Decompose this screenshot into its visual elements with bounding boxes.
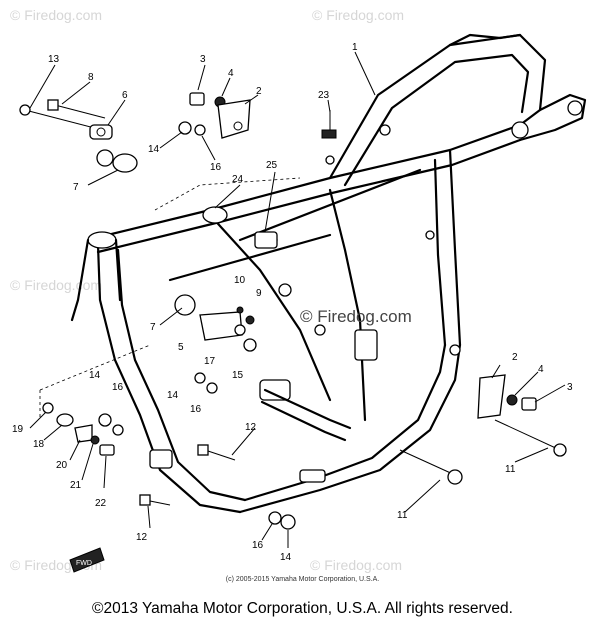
callout-6: 6 bbox=[122, 90, 128, 101]
callout-2: 2 bbox=[512, 352, 518, 363]
callout-14: 14 bbox=[89, 370, 101, 381]
callout-22: 22 bbox=[95, 498, 107, 509]
callout-2: 2 bbox=[256, 86, 262, 97]
callout-7: 7 bbox=[150, 322, 156, 333]
loose-parts bbox=[19, 51, 567, 548]
fwd-label: FWD bbox=[76, 560, 92, 567]
callout-17: 17 bbox=[204, 356, 216, 367]
callout-16: 16 bbox=[252, 540, 264, 551]
callout-9: 9 bbox=[256, 288, 262, 299]
callout-23: 23 bbox=[318, 90, 330, 101]
callout-24: 24 bbox=[232, 174, 244, 185]
watermark-center-text: © Firedog.com bbox=[300, 307, 412, 326]
callout-11: 11 bbox=[505, 464, 516, 475]
callout-16: 16 bbox=[112, 382, 124, 393]
watermark-text: © Firedog.com bbox=[312, 7, 404, 23]
callout-4: 4 bbox=[538, 364, 544, 375]
callout-25: 25 bbox=[266, 160, 278, 171]
callout-10: 10 bbox=[234, 275, 246, 286]
callout-20: 20 bbox=[56, 460, 68, 471]
watermark-layer: © Firedog.com © Firedog.com © Firedog.co… bbox=[10, 7, 404, 573]
callout-4: 4 bbox=[228, 68, 234, 79]
frame-parts-diagram: © Firedog.com © Firedog.com © Firedog.co… bbox=[10, 7, 587, 573]
callout-19: 19 bbox=[12, 424, 24, 435]
callout-13: 13 bbox=[48, 54, 60, 65]
fwd-indicator: FWD bbox=[69, 547, 105, 573]
callout-18: 18 bbox=[33, 439, 45, 450]
diagram-copyright: (c) 2005-2015 Yamaha Motor Corporation, … bbox=[225, 576, 380, 583]
callout-1: 1 bbox=[352, 42, 358, 53]
callout-12: 12 bbox=[136, 532, 148, 543]
callout-7: 7 bbox=[73, 182, 79, 193]
motorcycle-frame bbox=[39, 33, 587, 514]
callout-3: 3 bbox=[567, 382, 573, 393]
callout-5: 5 bbox=[178, 342, 184, 353]
callout-16: 16 bbox=[190, 404, 202, 415]
callout-8: 8 bbox=[88, 72, 94, 83]
watermark-text: © Firedog.com bbox=[10, 7, 102, 23]
callout-labels: 13 8 6 7 3 4 2 14 16 1 23 25 24 10 9 7 5… bbox=[12, 42, 573, 563]
callout-14: 14 bbox=[148, 144, 160, 155]
callout-11: 11 bbox=[397, 510, 408, 521]
callout-3: 3 bbox=[200, 54, 206, 65]
watermark-text: © Firedog.com bbox=[310, 557, 402, 573]
callout-14: 14 bbox=[167, 390, 179, 401]
watermark-text: © Firedog.com bbox=[10, 277, 102, 293]
callout-21: 21 bbox=[70, 480, 82, 491]
callout-16: 16 bbox=[210, 162, 222, 173]
callout-14: 14 bbox=[280, 552, 292, 563]
callout-15: 15 bbox=[232, 370, 244, 381]
callout-12: 12 bbox=[245, 422, 257, 433]
footer-copyright: ©2013 Yamaha Motor Corporation, U.S.A. A… bbox=[92, 600, 513, 617]
